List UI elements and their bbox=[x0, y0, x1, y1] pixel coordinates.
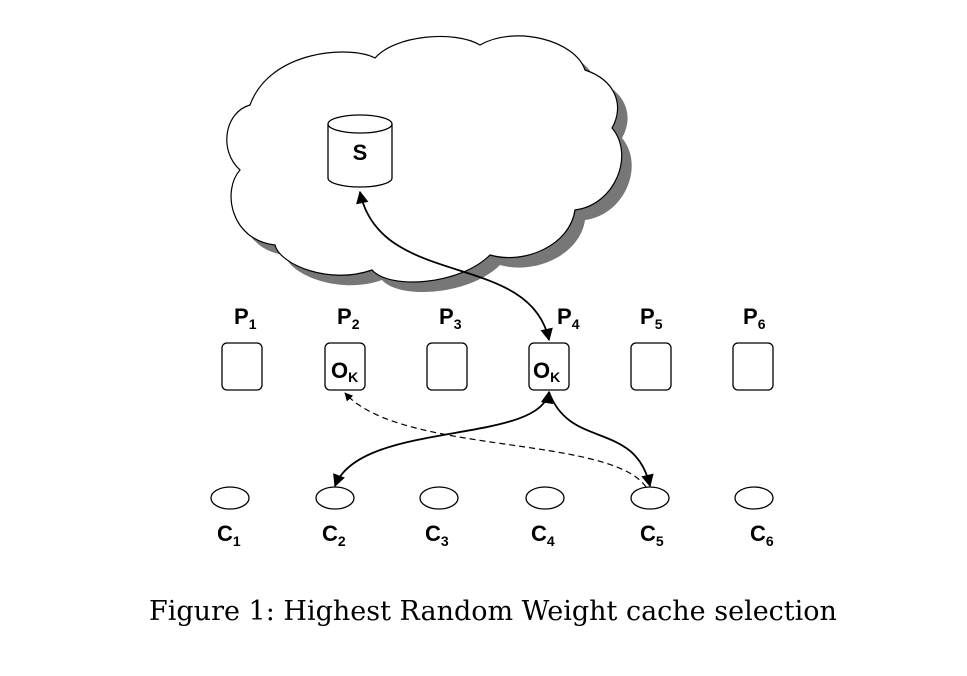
server-label: S bbox=[353, 140, 368, 165]
client-labels: C1 C2 C3 C4 C5 C6 bbox=[217, 521, 774, 549]
proxy-box bbox=[732, 342, 774, 391]
client-nodes bbox=[210, 486, 774, 510]
client-node bbox=[210, 486, 250, 510]
client-label: C1 bbox=[217, 521, 241, 549]
proxy-labels: P1 P2 P3 P4 P5 P6 bbox=[234, 304, 766, 332]
server-proxy-arrow bbox=[356, 190, 553, 342]
proxy-boxes bbox=[221, 342, 774, 391]
cloud-icon bbox=[226, 35, 632, 292]
client-label: C3 bbox=[425, 521, 449, 549]
client-node bbox=[315, 486, 355, 510]
dashed-client5-proxy2-arrow bbox=[344, 392, 647, 488]
proxy-label: P6 bbox=[743, 304, 766, 332]
client-label: C6 bbox=[750, 521, 774, 549]
client-label: C2 bbox=[322, 521, 346, 549]
server-database: S bbox=[327, 114, 393, 188]
proxy-box bbox=[630, 342, 672, 391]
client-node bbox=[419, 486, 459, 510]
proxy-label: P2 bbox=[337, 304, 360, 332]
cached-object-inactive: OK bbox=[331, 358, 358, 385]
client-label: C5 bbox=[640, 521, 664, 549]
proxy-box bbox=[528, 342, 570, 391]
proxy-box bbox=[426, 342, 468, 391]
proxy-label: P1 bbox=[234, 304, 257, 332]
client-node bbox=[630, 486, 670, 510]
proxy-label: P4 bbox=[557, 304, 580, 332]
client-label: C4 bbox=[531, 521, 555, 549]
proxy-client2-arrow bbox=[333, 390, 554, 488]
proxy-label: P5 bbox=[640, 304, 663, 332]
client-node bbox=[525, 486, 565, 510]
proxy-box bbox=[221, 342, 263, 391]
figure-caption: Figure 1: Highest Random Weight cache se… bbox=[149, 596, 837, 627]
client-node bbox=[734, 486, 774, 510]
proxy-client5-arrow bbox=[548, 391, 654, 488]
cached-object-active: OK bbox=[533, 358, 560, 385]
proxy-label: P3 bbox=[439, 304, 462, 332]
proxy-box bbox=[324, 342, 366, 391]
